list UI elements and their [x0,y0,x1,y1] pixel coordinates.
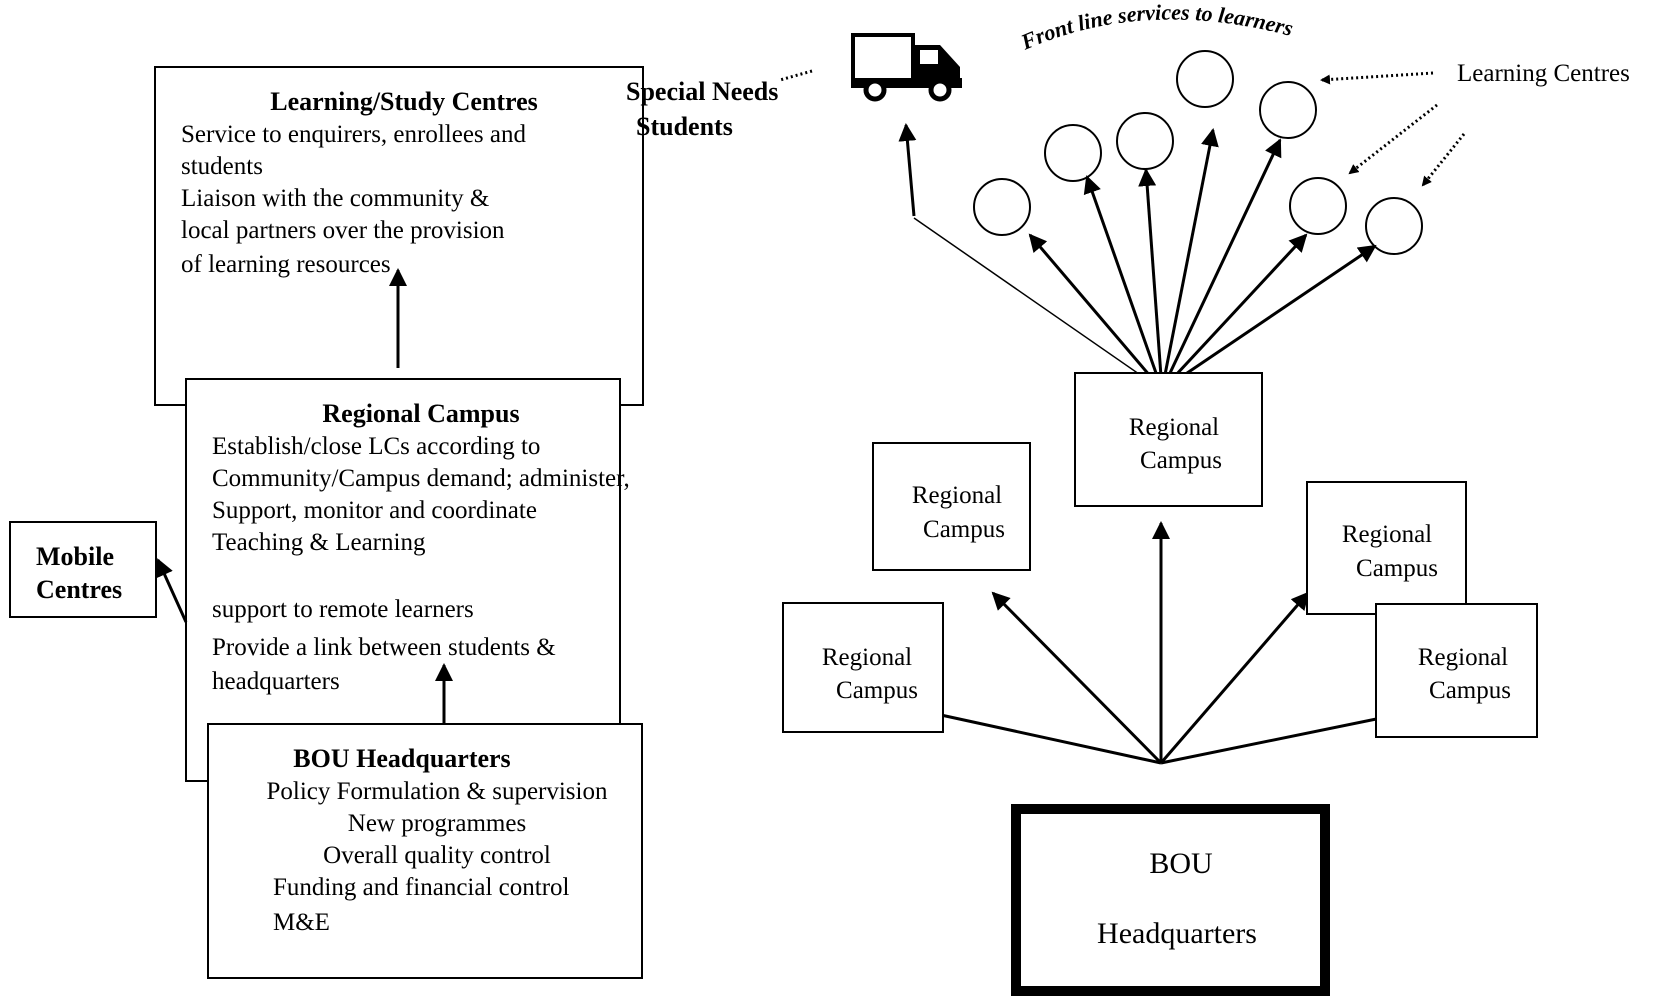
learning-centres-line: Service to enquirers, enrollees and [181,121,527,148]
svg-text:Campus: Campus [923,516,1005,543]
learning-centre-circle [1116,112,1174,170]
svg-text:BOU: BOU [1149,847,1213,880]
fan-arrow [1138,168,1164,391]
van-icon [851,33,962,102]
special-needs-dotted-pointer [779,69,813,82]
svg-text:Headquarters: Headquarters [1097,917,1257,950]
svg-text:Campus: Campus [1356,555,1438,582]
mobile-centres-label: Centres [36,575,122,604]
svg-text:Regional: Regional [1129,414,1219,441]
headquarters-line: M&E [273,909,330,936]
regional-campus-line: support to remote learners [212,596,474,623]
learning-centres-line: Liaison with the community & [181,185,489,212]
special-needs-label: Special Needs [626,77,778,106]
arrow-to-van [898,123,917,217]
learning-centre-circle [973,178,1031,236]
hq-arrow [1159,591,1310,764]
svg-text:Regional: Regional [1342,521,1432,548]
learning-centres-side-label: Learning Centres [1457,60,1630,87]
svg-text:Regional: Regional [912,482,1002,509]
svg-text:Campus: Campus [1429,677,1511,704]
regional-campus-title: Regional Campus [322,399,519,428]
learning-centres-line: local partners over the provision [181,217,505,244]
headquarters-title: BOU Headquarters [293,744,510,773]
right-panel: Front line services to learners Learning… [782,0,1630,996]
learning-centre-circle [1289,177,1347,235]
dotted-pointer [1421,133,1466,187]
learning-centre-circle [1044,124,1102,182]
fan-arrow [1083,175,1164,391]
svg-text:Regional: Regional [1418,644,1508,671]
regional-campus-line: Support, monitor and coordinate [212,497,537,524]
fan-arrow [1161,244,1377,392]
headquarters-line: Overall quality control [323,842,551,869]
regional-campus-line: Teaching & Learning [212,529,426,556]
left-panel: Learning/Study Centres Service to enquir… [9,66,813,979]
fan-arrow [1160,233,1308,392]
headquarters-box [207,723,643,979]
learning-centre-circle [1365,197,1423,255]
regional-campus-node: Regional Campus [1074,372,1263,507]
fan-arrow [1028,233,1164,391]
fan-line-to-van [913,217,1163,391]
bou-headquarters-node: BOU Headquarters [1011,804,1330,996]
regional-campus-node: Regional Campus [872,442,1031,571]
hq-arrow [916,704,1162,765]
dotted-pointer [1320,71,1434,85]
hq-arrow [991,591,1163,765]
regional-campus-node: Regional Campus [1306,481,1467,615]
learning-centres-title: Learning/Study Centres [270,87,538,116]
svg-text:Regional: Regional [822,644,912,671]
regional-campus-line: headquarters [212,668,340,695]
mobile-centres-box [9,521,157,618]
fan-arrow [1160,138,1282,391]
mobile-centres-label: Mobile [36,542,114,571]
svg-text:Campus: Campus [1140,447,1222,474]
regional-campus-node: Regional Campus [1375,603,1538,738]
dotted-pointer [1348,103,1438,175]
learning-centres-line: students [181,153,263,180]
learning-centres-line: of learning resources [181,251,391,278]
special-needs-label: Students [636,112,733,141]
headquarters-line: New programmes [348,810,526,837]
headquarters-line: Funding and financial control [273,874,570,901]
arrow-to-mobile-centres [156,558,188,623]
regional-campus-box [185,378,621,782]
fan-arrow [1160,128,1219,391]
regional-campus-line: Establish/close LCs according to [212,433,540,460]
svg-text:Campus: Campus [836,677,918,704]
front-line-services-label: Front line services to learners [1016,0,1295,55]
headquarters-line: Policy Formulation & supervision [267,778,608,805]
regional-campus-line: Community/Campus demand; administer, [212,465,630,492]
regional-campus-node: Regional Campus [782,602,944,733]
regional-campus-line: Provide a link between students & [212,634,556,661]
learning-centre-circle [1176,50,1234,108]
learning-centre-circle [1259,81,1317,139]
